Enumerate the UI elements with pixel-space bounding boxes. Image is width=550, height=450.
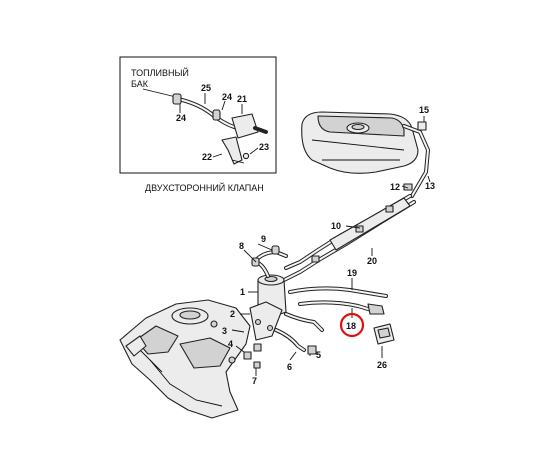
bolt-4: [243, 351, 252, 360]
callout-6: 6: [287, 362, 292, 372]
callout-22: 22: [202, 152, 212, 162]
callout-9: 9: [261, 234, 266, 244]
callout-21: 21: [237, 94, 247, 104]
callout-2: 2: [230, 309, 235, 319]
inset-two-way-valve: ТОПЛИВНЫЙ БАК 25 24 24 21 22 23 ДВУХСТОР…: [119, 56, 277, 193]
callout-labels: 15 13 12 10 20 8 9 19 18 1 2 3 4 7 6 5 2…: [222, 105, 435, 386]
clip-5: [307, 345, 317, 355]
callout-4: 4: [228, 339, 233, 349]
callout-24-inset-left: 24: [176, 113, 186, 123]
callout-25: 25: [201, 83, 211, 93]
clamp-24-inset-2: [212, 109, 221, 121]
clip-15: [417, 121, 427, 131]
callout-10: 10: [331, 221, 341, 231]
canister-bracket-2: [249, 301, 283, 341]
callout-18: 18: [346, 321, 356, 331]
callout-7: 7: [252, 376, 257, 386]
engine-assembly: [119, 299, 251, 419]
callout-23: 23: [259, 142, 269, 152]
callout-12: 12: [390, 182, 400, 192]
inset-caption-fuel: ТОПЛИВНЫЙ: [131, 67, 189, 78]
bolt-23-inset: [242, 152, 250, 160]
line-clip-a: [385, 205, 394, 213]
highlight-circle-part-18: [339, 312, 365, 338]
callout-1: 1: [240, 287, 245, 297]
clamp-24-inset: [172, 93, 182, 105]
callout-24-inset-right: 24: [222, 92, 232, 102]
nut-3: [253, 343, 262, 352]
fuel-tank: [301, 111, 419, 174]
purge-solenoid-26: [373, 323, 395, 345]
fuel-lines: [282, 121, 430, 282]
line-sheath-20: [329, 197, 411, 251]
callout-20: 20: [367, 256, 377, 266]
clamp-9: [271, 245, 280, 255]
callout-15: 15: [419, 105, 429, 115]
evap-canister-1: [249, 245, 288, 341]
line-clip-c: [311, 255, 320, 263]
hoses: [274, 286, 388, 352]
callout-5: 5: [316, 350, 321, 360]
callout-26: 26: [377, 360, 387, 370]
callout-8: 8: [239, 241, 244, 251]
two-way-valve-21: [231, 113, 259, 139]
inset-caption-two-way-valve: ДВУХСТОРОННИЙ КЛАПАН: [145, 182, 264, 193]
inset-caption-tank: БАК: [131, 79, 149, 89]
callout-3: 3: [222, 326, 227, 336]
callout-19: 19: [347, 268, 357, 278]
small-hardware: [243, 343, 317, 369]
bracket-22: [221, 136, 243, 165]
line-clip-b: [355, 225, 364, 233]
callout-13: 13: [425, 181, 435, 191]
bolt-7: [253, 361, 261, 369]
hose-connector-18: [367, 303, 385, 315]
